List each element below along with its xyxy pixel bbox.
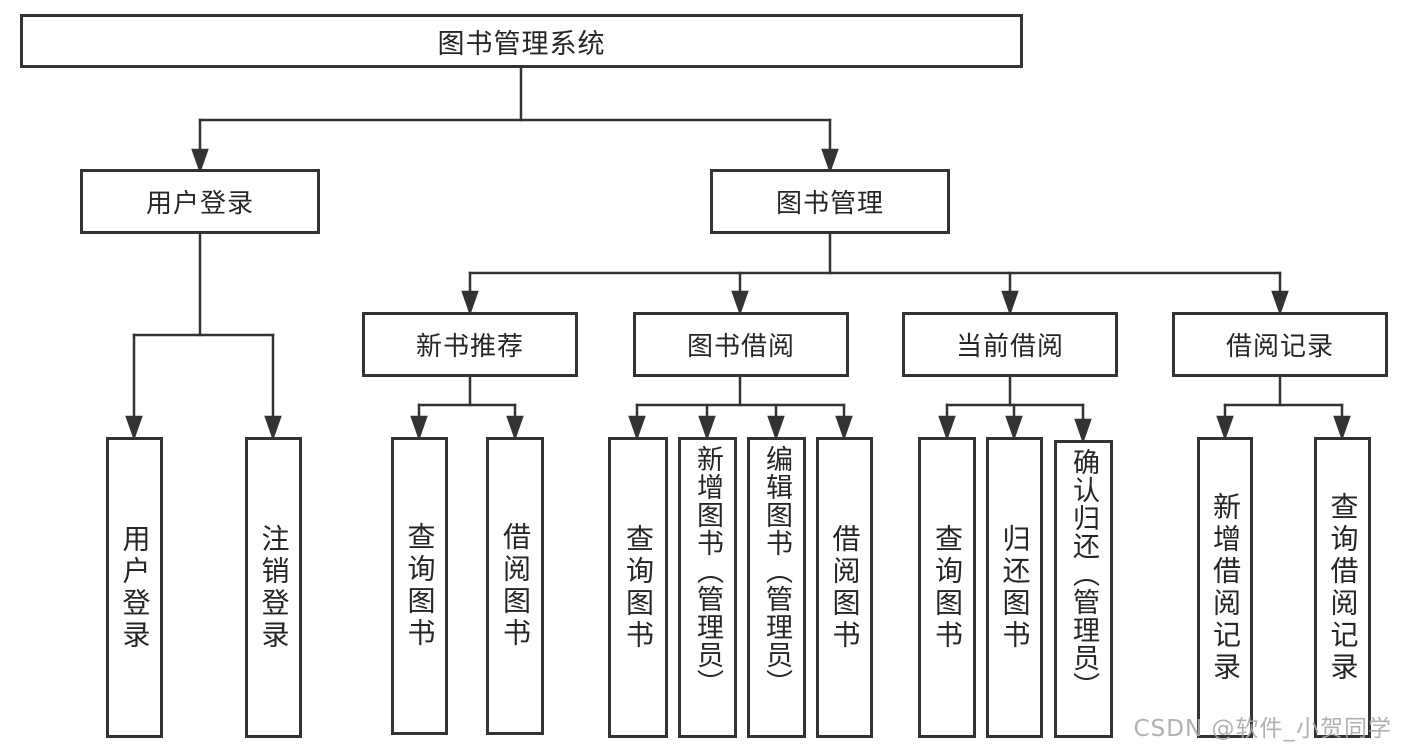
leaf-query-books-borrowing-label: 查询图书	[622, 523, 655, 652]
leaf-borrow-books-recommend: 借阅图书	[486, 437, 544, 735]
node-book-borrowing: 图书借阅	[633, 312, 849, 377]
leaf-query-books-recommend: 查询图书	[391, 437, 448, 735]
leaf-confirm-return-admin: 确认归还（管理员）	[1054, 440, 1113, 738]
leaf-query-books-current-label: 查询图书	[931, 523, 964, 652]
leaf-confirm-return-admin-label: 确认归还（管理员）	[1068, 448, 1099, 700]
leaf-query-borrow-record-label: 查询借阅记录	[1326, 491, 1360, 684]
leaf-query-books-borrowing: 查询图书	[608, 437, 668, 738]
leaf-return-books: 归还图书	[986, 437, 1043, 738]
leaf-return-books-label: 归还图书	[998, 523, 1032, 652]
leaf-user-login: 用户登录	[106, 437, 163, 738]
leaf-add-borrow-record: 新增借阅记录	[1197, 437, 1253, 738]
leaf-borrow-books: 借阅图书	[816, 437, 873, 738]
leaf-logout: 注销登录	[245, 437, 302, 738]
leaf-query-books-current: 查询图书	[918, 437, 976, 738]
node-user-login: 用户登录	[80, 169, 320, 234]
leaf-borrow-books-recommend-label: 借阅图书	[499, 522, 532, 650]
leaf-logout-label: 注销登录	[257, 523, 291, 652]
leaf-borrow-books-label: 借阅图书	[828, 523, 862, 652]
node-new-book-recommendation: 新书推荐	[362, 312, 578, 377]
node-library-management-system: 图书管理系统	[20, 14, 1023, 68]
leaf-add-books-admin: 新增图书（管理员）	[678, 437, 737, 738]
leaf-add-books-admin-label: 新增图书（管理员）	[692, 445, 723, 697]
leaf-edit-books-admin-label: 编辑图书（管理员）	[761, 445, 792, 697]
node-borrowing-records: 借阅记录	[1172, 312, 1388, 377]
leaf-query-books-recommend-label: 查询图书	[403, 522, 437, 650]
leaf-add-borrow-record-label: 新增借阅记录	[1209, 491, 1242, 684]
node-book-management: 图书管理	[710, 169, 950, 234]
watermark: CSDN @软件_小贺同学	[1133, 716, 1392, 742]
leaf-query-borrow-record: 查询借阅记录	[1314, 437, 1371, 738]
node-current-borrowing: 当前借阅	[902, 312, 1118, 377]
leaf-user-login-label: 用户登录	[118, 523, 152, 652]
leaf-edit-books-admin: 编辑图书（管理员）	[747, 437, 806, 738]
